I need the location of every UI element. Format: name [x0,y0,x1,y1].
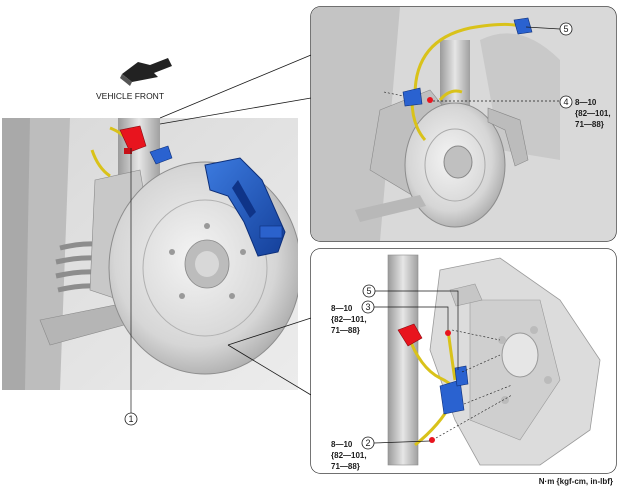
torque-2-line1: 8—10 [331,440,353,449]
callout-5-top-number: 5 [563,24,568,34]
callout-2-number: 2 [365,438,370,448]
torque-2-line3: 71—88} [331,462,360,471]
vehicle-front-label: VEHICLE FRONT [96,91,164,101]
callout-1-number: 1 [128,414,133,424]
callout-5-bottom-number: 5 [366,286,371,296]
main-wheel-view [2,118,298,390]
torque-4-line1: 8—10 [575,98,597,107]
callout-5-top [559,22,573,36]
torque-4-line3: 71—88} [575,120,604,129]
callout-4-number: 4 [563,97,568,107]
vehicle-front-arrow-icon [120,58,172,86]
torque-3-line1: 8—10 [331,304,353,313]
callout-1 [124,412,138,426]
torque-4-line2: {82—101, [575,109,611,118]
brake-hose-fitting [119,125,147,153]
callout-3-number: 3 [365,302,370,312]
torque-3-line2: {82—101, [331,315,367,324]
torque-3-line3: 71—88} [331,326,360,335]
torque-units-note: N·m {kgf-cm, in-lbf} [539,477,613,486]
torque-2-line2: {82—101, [331,451,367,460]
callout-4 [559,95,573,109]
